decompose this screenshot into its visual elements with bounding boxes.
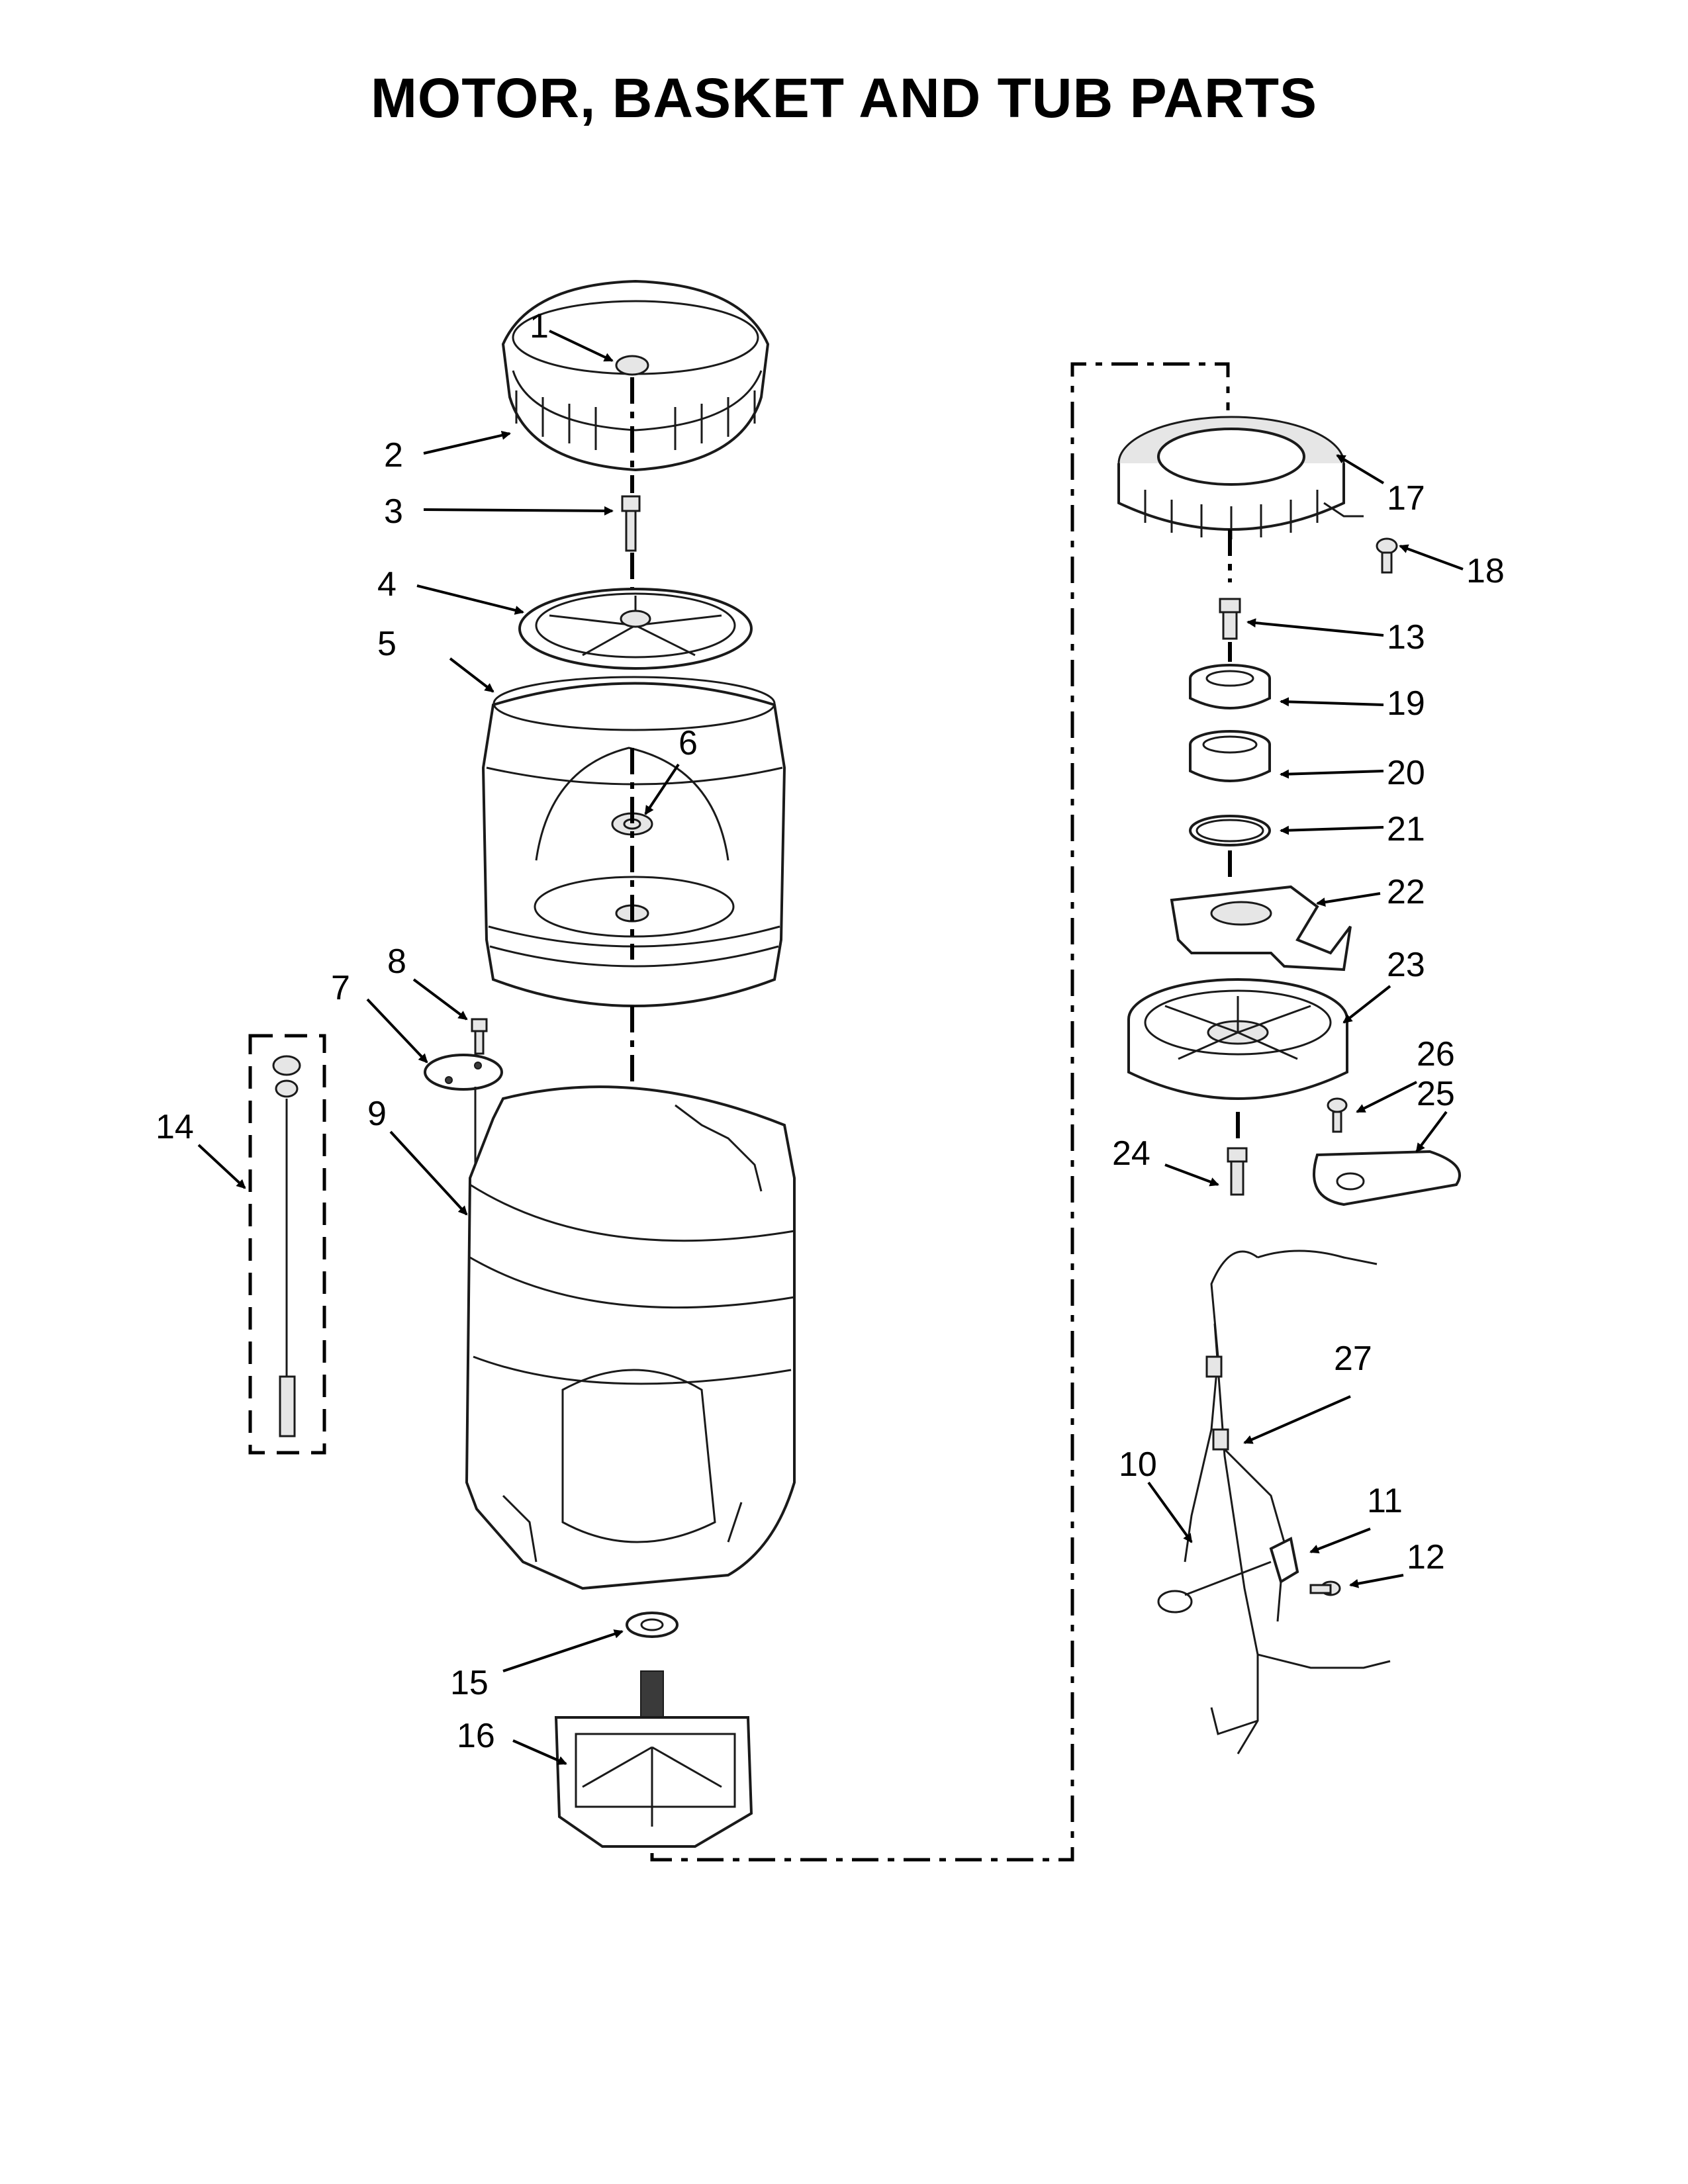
part-24-bolt[interactable] — [1227, 1147, 1248, 1196]
callout-27: 27 — [1334, 1340, 1372, 1378]
callout-22: 22 — [1387, 873, 1425, 911]
part-16-drive-assembly[interactable] — [554, 1670, 753, 1848]
callout-11: 11 — [1367, 1482, 1403, 1520]
callout-26: 26 — [1417, 1035, 1455, 1073]
callout-1: 1 — [530, 307, 549, 345]
part-13-bolt[interactable] — [1219, 598, 1241, 640]
callout-12: 12 — [1407, 1538, 1445, 1576]
part-11-harness-bracket[interactable] — [1269, 1537, 1299, 1584]
part-9-outer-tub[interactable] — [465, 1085, 796, 1590]
part-12-screw[interactable] — [1309, 1580, 1341, 1596]
part-19-bearing[interactable] — [1189, 664, 1271, 709]
part-10-clip[interactable] — [1157, 1561, 1272, 1614]
callout-4: 4 — [377, 565, 397, 604]
part-4-impeller[interactable] — [518, 588, 753, 670]
callout-6: 6 — [679, 724, 698, 762]
callout-19: 19 — [1387, 684, 1425, 723]
part-17-stator[interactable] — [1117, 416, 1364, 539]
part-8-screw[interactable] — [471, 1018, 488, 1055]
part-22-bracket[interactable] — [1170, 885, 1352, 972]
callout-7: 7 — [331, 969, 350, 1007]
callout-5: 5 — [377, 625, 397, 663]
page-title: MOTOR, BASKET AND TUB PARTS — [370, 67, 1318, 129]
part-20-seal[interactable] — [1189, 730, 1271, 782]
callout-18: 18 — [1466, 552, 1505, 590]
callout-3: 3 — [384, 492, 403, 531]
callout-13: 13 — [1387, 618, 1425, 657]
callout-25: 25 — [1417, 1075, 1455, 1113]
part-3-bolt[interactable] — [621, 495, 641, 552]
callout-10: 10 — [1119, 1445, 1157, 1484]
part-15-washer[interactable] — [626, 1612, 679, 1638]
part-27-wiring-harness[interactable] — [1184, 1250, 1391, 1754]
callout-14: 14 — [156, 1108, 194, 1146]
callout-2: 2 — [384, 436, 403, 475]
part-1-cap[interactable] — [615, 355, 649, 376]
callout-16: 16 — [457, 1717, 495, 1755]
part-6-nut[interactable] — [611, 812, 653, 836]
callout-15: 15 — [450, 1664, 489, 1702]
assembly-connector-line — [650, 362, 1230, 1862]
part-25-shield[interactable] — [1313, 1150, 1461, 1206]
part-23-rotor[interactable] — [1127, 978, 1348, 1100]
callout-20: 20 — [1387, 754, 1425, 792]
callout-23: 23 — [1387, 946, 1425, 984]
part-14-pressure-hose[interactable] — [272, 1055, 301, 1437]
callout-21: 21 — [1387, 810, 1425, 848]
callout-24: 24 — [1112, 1134, 1150, 1173]
part-7-plate[interactable] — [424, 1054, 503, 1091]
part-18-screw[interactable] — [1376, 537, 1398, 574]
part-14-group-box — [248, 1034, 326, 1455]
callout-8: 8 — [387, 942, 406, 981]
part-2-balance-ring[interactable] — [501, 279, 770, 472]
callout-9: 9 — [367, 1095, 387, 1133]
part-21-ring[interactable] — [1189, 815, 1271, 846]
part-26-screw[interactable] — [1327, 1097, 1348, 1133]
callout-17: 17 — [1387, 479, 1425, 518]
